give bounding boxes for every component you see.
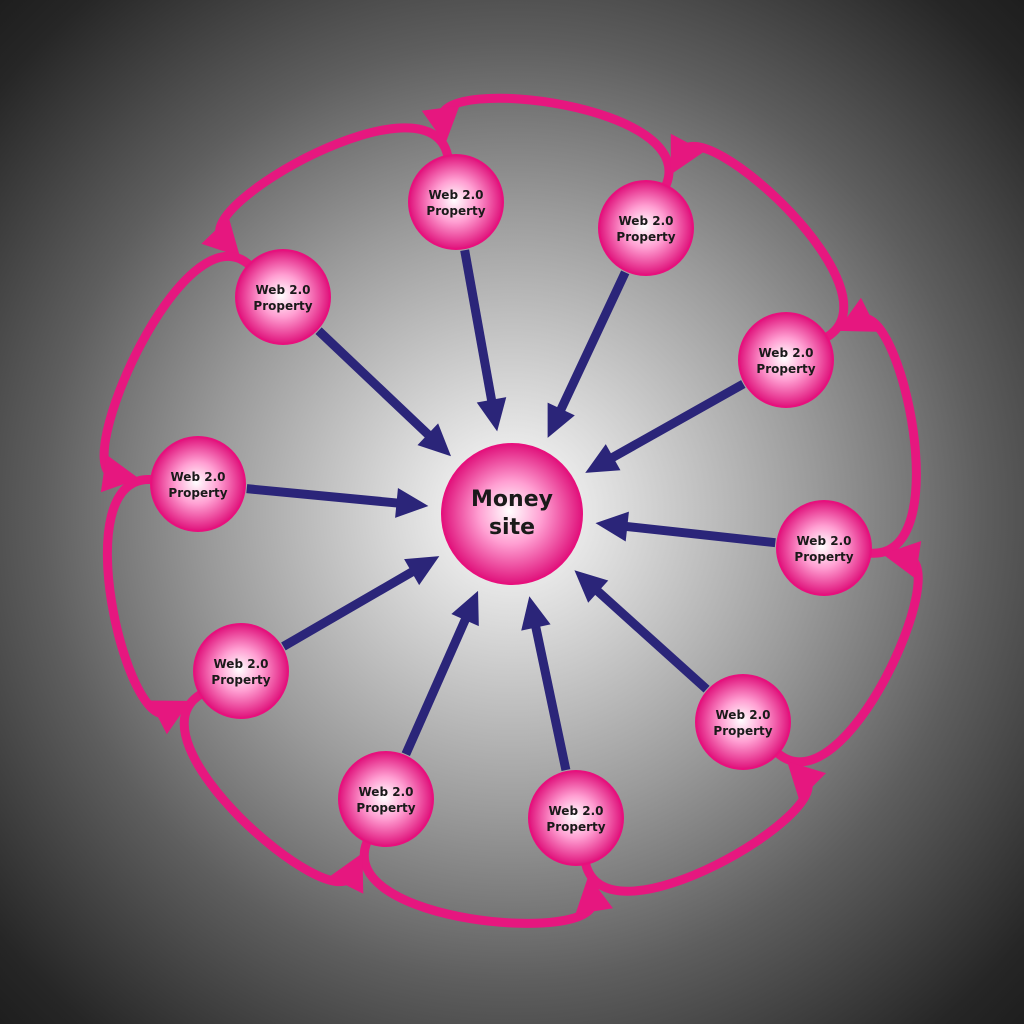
node-label-line1: Web 2.0 xyxy=(359,785,414,799)
spoke-arrow xyxy=(547,270,630,438)
node-circle xyxy=(695,674,791,770)
spoke-arrow xyxy=(574,570,710,693)
loop-arrow xyxy=(670,133,849,342)
node-label-line1: Web 2.0 xyxy=(429,188,484,202)
loop-arrow xyxy=(201,123,453,257)
hub-label-line1: Money xyxy=(471,487,553,512)
spoke-arrow xyxy=(521,596,571,771)
loop-arrow xyxy=(102,475,191,735)
loop-arrow xyxy=(837,297,921,558)
node-circle xyxy=(338,751,434,847)
node-circle xyxy=(528,770,624,866)
money-site-hub: Money site xyxy=(441,443,583,585)
loop-arrow xyxy=(581,761,826,896)
node-label-line1: Web 2.0 xyxy=(759,346,814,360)
node-circle xyxy=(598,180,694,276)
node-label-line1: Web 2.0 xyxy=(171,470,226,484)
node-circle xyxy=(408,154,504,250)
hub-label-line2: site xyxy=(489,515,535,540)
spoke-arrow xyxy=(595,511,776,548)
node-label-line2: Property xyxy=(546,820,605,834)
node-label-line2: Property xyxy=(794,550,853,564)
node-circle xyxy=(150,436,246,532)
node-label-line1: Web 2.0 xyxy=(256,283,311,297)
node-label-line2: Property xyxy=(211,673,270,687)
node-label-line2: Property xyxy=(168,486,227,500)
node-circle xyxy=(776,500,872,596)
spoke-arrow xyxy=(281,556,440,651)
loop-arrow xyxy=(179,690,364,894)
loop-arrow xyxy=(421,93,674,190)
loop-arrow xyxy=(359,837,613,928)
node-label-line1: Web 2.0 xyxy=(797,534,852,548)
node-label-line1: Web 2.0 xyxy=(619,214,674,228)
spoke-arrow xyxy=(585,380,746,473)
node-label-line2: Property xyxy=(356,801,415,815)
spoke-arrow xyxy=(401,590,479,757)
loop-arrow xyxy=(773,540,923,767)
node-circle xyxy=(235,249,331,345)
hub-circle xyxy=(441,443,583,585)
node-label-line2: Property xyxy=(616,230,675,244)
node-to-hub-arrows xyxy=(246,249,776,771)
node-label-line1: Web 2.0 xyxy=(214,657,269,671)
node-circle xyxy=(193,623,289,719)
node-label-line1: Web 2.0 xyxy=(716,708,771,722)
node-label-line2: Property xyxy=(713,724,772,738)
node-label-line1: Web 2.0 xyxy=(549,804,604,818)
loop-arrow xyxy=(99,251,254,493)
node-label-line2: Property xyxy=(253,299,312,313)
spoke-arrow xyxy=(460,249,507,432)
node-label-line2: Property xyxy=(756,362,815,376)
spoke-arrow xyxy=(246,484,429,518)
node-label-line2: Property xyxy=(426,204,485,218)
spoke-arrow xyxy=(315,327,452,457)
node-to-node-arrows xyxy=(99,93,923,928)
node-circle xyxy=(738,312,834,408)
